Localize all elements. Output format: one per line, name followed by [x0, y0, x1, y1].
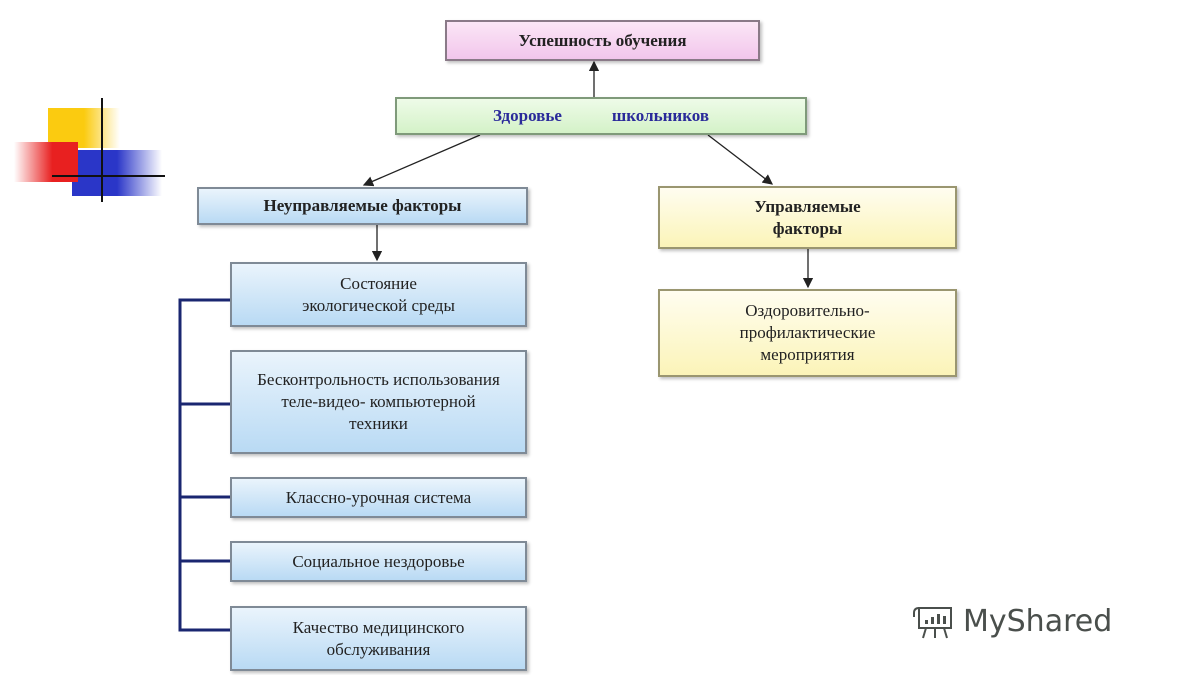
factor-media-box: Бесконтрольность использования теле-виде…: [230, 350, 527, 454]
myshared-watermark: MyShared: [913, 602, 1112, 640]
box-label: школьников: [611, 106, 710, 125]
box-label: Состояние экологической среды: [302, 273, 455, 315]
box-label: Бесконтрольность использования теле-виде…: [257, 370, 500, 433]
box-label: Качество медицинского обслуживания: [292, 617, 465, 659]
factor-social-box: Социальное нездоровье: [230, 541, 527, 582]
presentation-board-icon: [913, 607, 952, 639]
unmanaged-factors-box: Неуправляемые факторы: [197, 187, 528, 225]
factor-medical-box: Качество медицинского обслуживания: [230, 606, 527, 671]
health-measures-box: Оздоровительно-профилактические мероприя…: [658, 289, 957, 377]
watermark-text: MyShared: [963, 603, 1113, 639]
box-label: Оздоровительно-профилактические мероприя…: [739, 301, 876, 364]
managed-factors-box: Управляемые факторы: [658, 186, 957, 249]
box-label: Социальное нездоровье: [292, 551, 465, 571]
learning-success-box: Успешность обучения: [445, 20, 760, 61]
box-label: Управляемые факторы: [754, 196, 861, 238]
factor-class-system-box: Классно-урочная система: [230, 477, 527, 518]
decorative-squares-logo: [14, 98, 165, 202]
box-label: Классно-урочная система: [285, 487, 472, 507]
box-label: Успешность обучения: [518, 30, 687, 50]
box-label: Здоровье: [492, 106, 562, 125]
box-label: Неуправляемые факторы: [263, 196, 462, 215]
student-health-box: Здоровье школьников: [395, 97, 807, 135]
factor-ecology-box: Состояние экологической среды: [230, 262, 527, 327]
